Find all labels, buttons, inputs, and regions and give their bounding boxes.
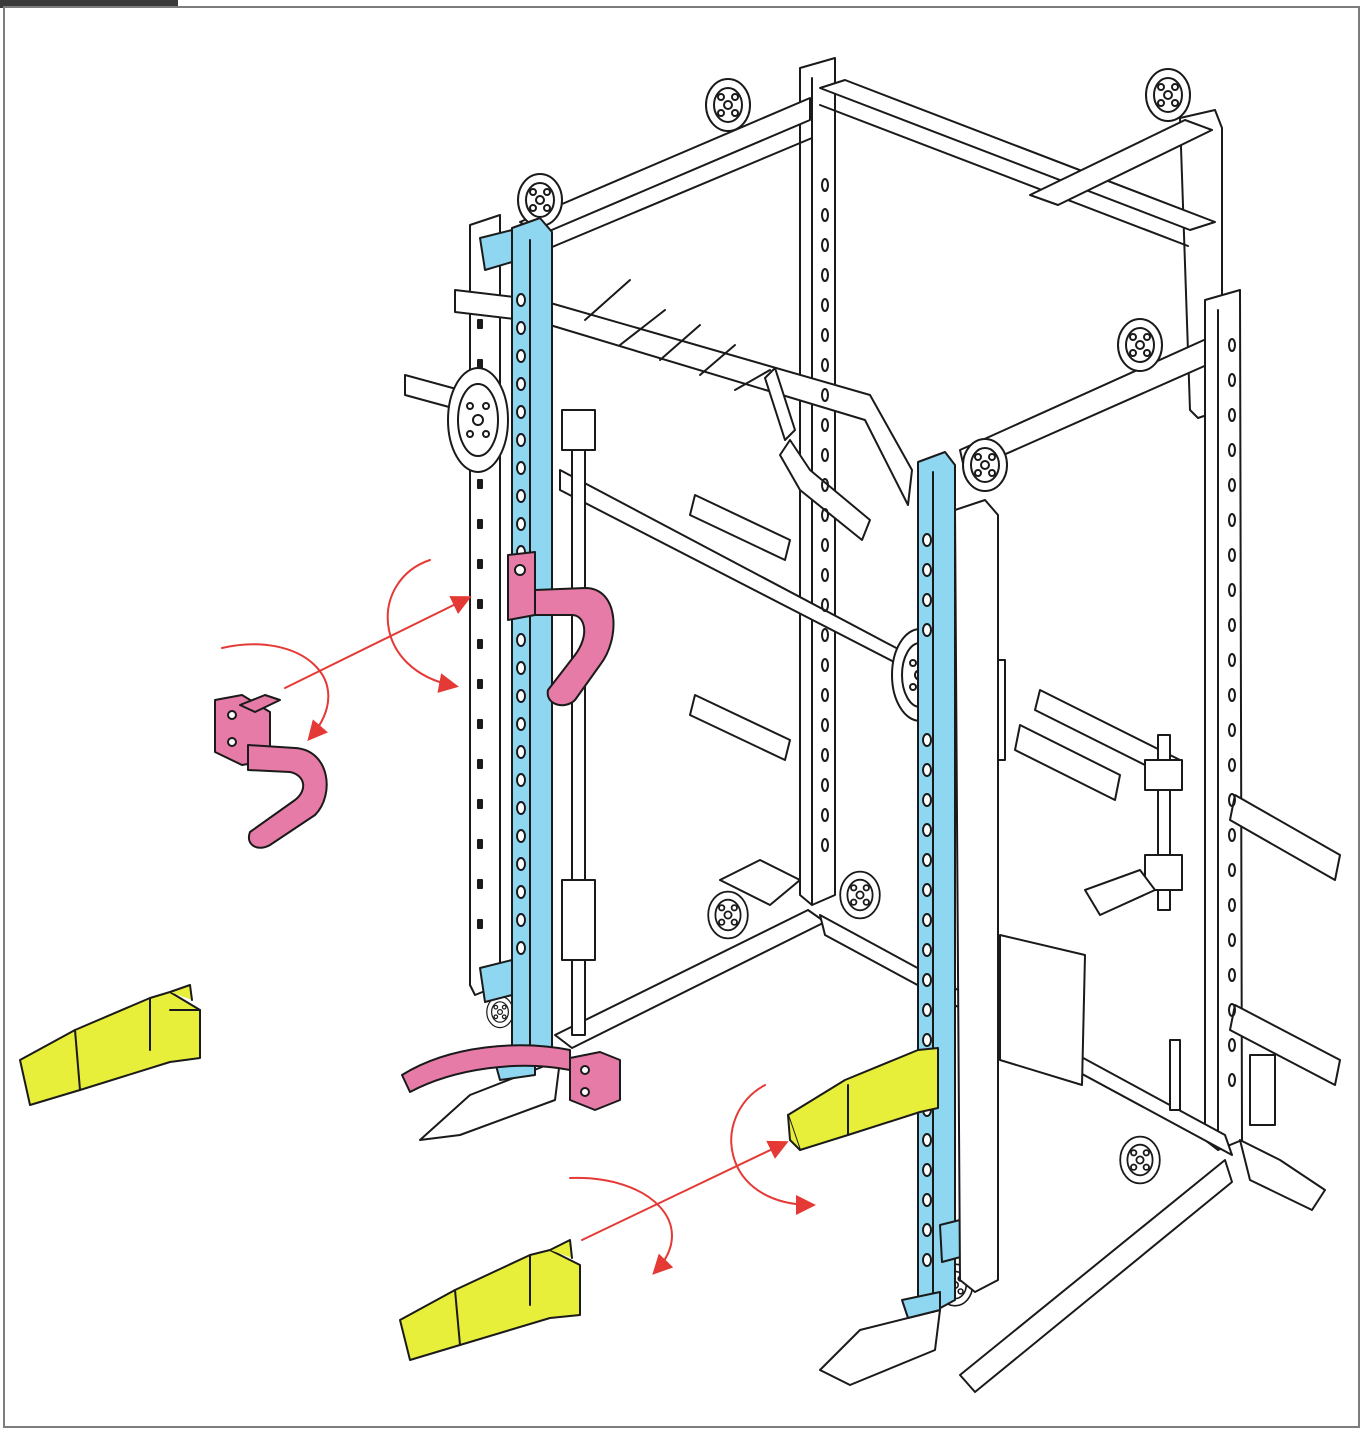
corner-tab bbox=[0, 0, 178, 8]
rotate-arrow-icon bbox=[221, 643, 330, 742]
dip-handle bbox=[214, 694, 328, 849]
diagram-frame bbox=[3, 6, 1360, 1428]
insert-arrow-icon bbox=[581, 1140, 789, 1241]
spotter-arm bbox=[19, 984, 201, 1106]
spotter-arm bbox=[399, 1239, 581, 1361]
front-post bbox=[954, 499, 999, 1293]
spotter-arm bbox=[787, 1047, 939, 1151]
hole-column bbox=[477, 178, 1236, 1087]
dip-handle bbox=[401, 551, 621, 1111]
rotate-arrow-icon bbox=[386, 559, 459, 693]
insert-arrow-icon bbox=[284, 596, 472, 689]
assembly-arrows bbox=[221, 559, 816, 1275]
rotate-arrow-icon bbox=[730, 1084, 816, 1215]
rotate-arrow-icon bbox=[569, 1176, 674, 1275]
